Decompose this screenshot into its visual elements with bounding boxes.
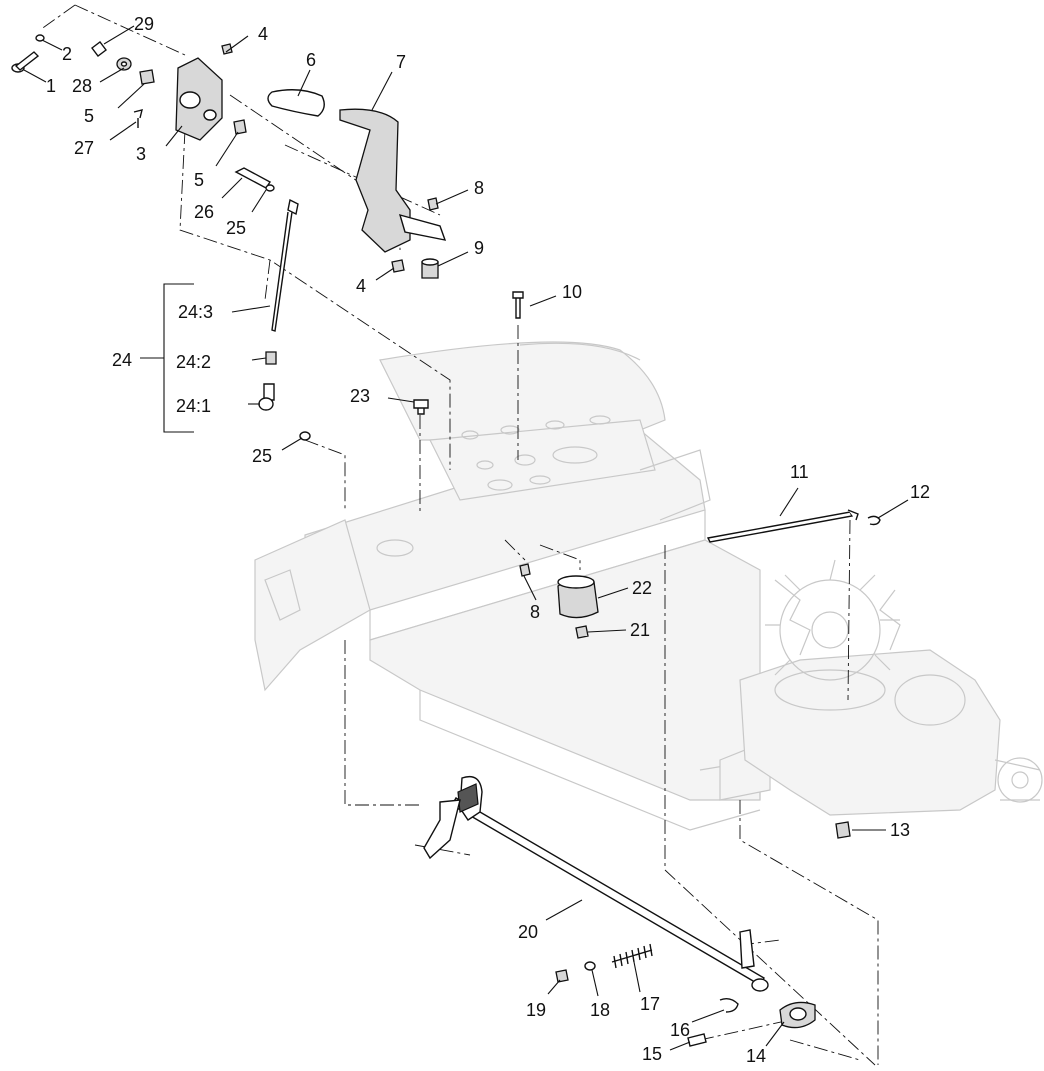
part-11-rod — [706, 509, 859, 543]
part-6-pedal-pad — [267, 89, 325, 117]
callout-20: 20 — [518, 922, 538, 942]
frame-holes — [376, 415, 611, 557]
part-7-pedal-arm — [339, 108, 447, 253]
callout-25: 25 — [226, 218, 246, 238]
callout-11: 11 — [790, 462, 809, 482]
part-9-bumper — [421, 258, 439, 279]
callout-8: 8 — [530, 602, 540, 622]
callout-24-2: 24:2 — [176, 352, 211, 372]
part-26-bolt — [234, 167, 272, 189]
leader-lines — [23, 25, 909, 1051]
part-21-nut — [575, 625, 589, 639]
part-25-washer — [265, 184, 311, 441]
callout-26: 26 — [194, 202, 214, 222]
part-4-nut — [221, 43, 405, 273]
callout-23: 23 — [350, 386, 370, 406]
callout-5: 5 — [84, 106, 94, 126]
callout-8: 8 — [474, 178, 484, 198]
transaxle — [739, 559, 1043, 816]
part-20-cross-shaft — [423, 775, 769, 992]
part-3-pedal-bracket — [175, 57, 223, 141]
part-22-cap — [557, 575, 599, 619]
callout-4: 4 — [356, 276, 366, 296]
callout-24-1: 24:1 — [176, 396, 211, 416]
part-10-bolt — [512, 291, 524, 319]
callout-15: 15 — [642, 1044, 662, 1064]
callout-24: 24 — [112, 350, 132, 370]
part-15-bolt — [687, 1033, 707, 1047]
callout-12: 12 — [910, 482, 930, 502]
part-27-pin — [133, 109, 143, 128]
callout-18: 18 — [590, 1000, 610, 1020]
callout-28: 28 — [72, 76, 92, 96]
callout-22: 22 — [632, 578, 652, 598]
callout-29: 29 — [134, 14, 154, 34]
callout-27: 27 — [74, 138, 94, 158]
part-16-e-clip — [719, 997, 739, 1013]
callout-3: 3 — [136, 144, 146, 164]
part-14-flange-bearing — [779, 1001, 816, 1029]
part-12-clip — [867, 515, 881, 526]
callout-13: 13 — [890, 820, 910, 840]
callout-19: 19 — [526, 1000, 546, 1020]
part-23-bolt — [413, 399, 429, 415]
callout-7: 7 — [396, 52, 406, 72]
callout-14: 14 — [746, 1046, 766, 1066]
part-8-nut — [427, 197, 531, 577]
part-1-clevis-pin — [11, 51, 40, 73]
callout-5: 5 — [194, 170, 204, 190]
callout-17: 17 — [640, 994, 660, 1014]
callout-6: 6 — [306, 50, 316, 70]
part-18-washer — [584, 961, 596, 971]
callout-labels: 1 2 29 28 4 5 27 3 5 6 7 8 26 25 9 4 10 … — [46, 14, 930, 1066]
part-19-nut — [555, 969, 569, 983]
callout-1: 1 — [46, 76, 56, 96]
part-2-hairpin — [35, 34, 45, 42]
callout-24-3: 24:3 — [178, 302, 213, 322]
part-29-clip — [91, 41, 107, 57]
part-28-washer — [116, 57, 132, 71]
part-24-linkage-rod — [258, 198, 299, 411]
callout-2: 2 — [62, 44, 72, 64]
callout-9: 9 — [474, 238, 484, 258]
part-5-bushing — [139, 69, 247, 135]
part-17-spring — [611, 943, 653, 969]
chassis-frame — [254, 341, 771, 831]
part-13-nut — [835, 821, 851, 839]
callout-16: 16 — [670, 1020, 690, 1040]
callout-10: 10 — [562, 282, 582, 302]
callout-25: 25 — [252, 446, 272, 466]
callout-21: 21 — [630, 620, 650, 640]
callout-4: 4 — [258, 24, 268, 44]
